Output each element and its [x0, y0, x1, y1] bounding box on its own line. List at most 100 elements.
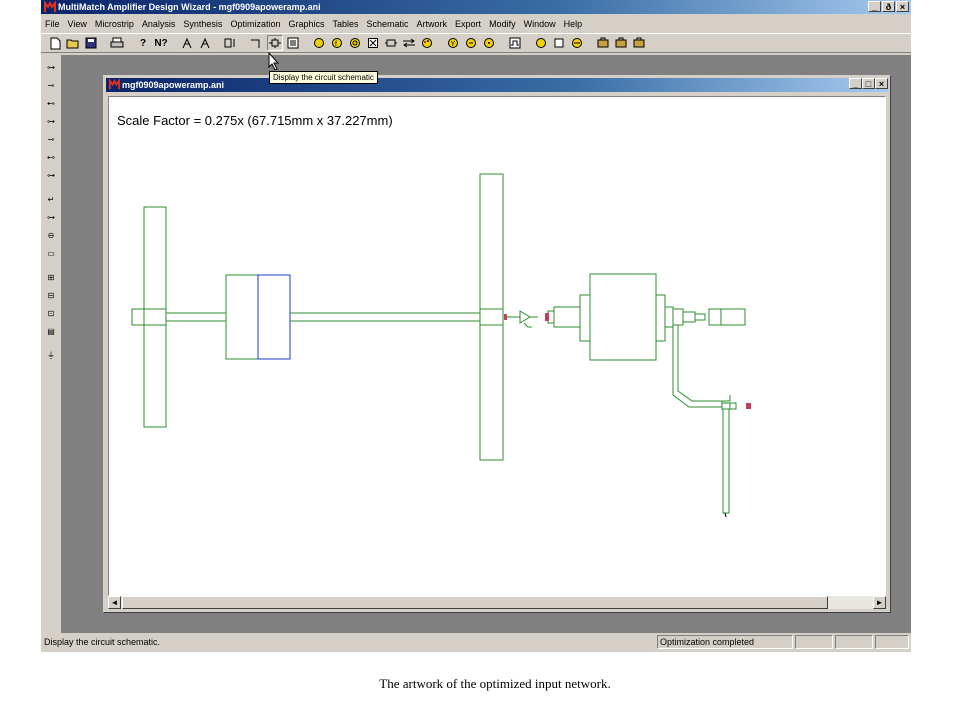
pulse-icon[interactable] [507, 35, 523, 51]
coupler-icon[interactable]: ⊶ [47, 171, 55, 180]
table-icon[interactable] [285, 35, 301, 51]
svg-text:f: f [335, 41, 337, 48]
status-panel-2 [795, 635, 833, 649]
ground-mark [724, 512, 727, 518]
output-block-side [579, 294, 591, 342]
resize-icon[interactable] [223, 35, 239, 51]
artwork-window: mgf0909apoweramp.ani _ □ × Scale Factor … [103, 75, 891, 613]
component-icon[interactable] [383, 35, 399, 51]
scroll-left-button[interactable]: ◄ [108, 596, 121, 609]
amplifier-3-icon[interactable] [631, 35, 647, 51]
output-line-2 [553, 306, 581, 328]
scroll-thumb[interactable] [122, 596, 828, 609]
circle-tool-2-icon[interactable]: f [329, 35, 345, 51]
child-maximize-button[interactable]: □ [862, 78, 875, 89]
bias-pad-2 [729, 402, 737, 410]
output-line-6 [694, 313, 706, 321]
help-icon[interactable]: ? [139, 37, 147, 49]
scroll-right-button[interactable]: ► [873, 596, 886, 609]
circle-icon[interactable] [533, 35, 549, 51]
amplifier-2-icon[interactable] [613, 35, 629, 51]
menu-file[interactable]: File [45, 18, 60, 29]
menu-window[interactable]: Window [523, 18, 556, 29]
menu-export[interactable]: Export [455, 18, 482, 29]
smith-1-icon[interactable]: Y [445, 35, 461, 51]
artwork-window-titlebar: mgf0909apoweramp.ani [106, 78, 888, 92]
open-folder-icon[interactable] [65, 35, 81, 51]
radial-stub-icon[interactable]: ⊸ [47, 135, 55, 144]
horizontal-scrollbar[interactable]: ◄ ► [108, 596, 886, 609]
menu-microstrip[interactable]: Microstrip [94, 18, 134, 29]
menu-schematic[interactable]: Schematic [366, 18, 409, 29]
circle-tool-3-icon[interactable] [347, 35, 363, 51]
app-title: MultiMatch Amplifier Design Wizard - mgf… [58, 2, 321, 12]
figure-caption: The artwork of the optimized input netwo… [379, 676, 611, 691]
save-icon[interactable] [83, 35, 99, 51]
circuit-artwork [131, 173, 751, 518]
new-file-icon[interactable] [47, 35, 63, 51]
smith-3-icon[interactable] [481, 35, 497, 51]
tee-icon[interactable]: ⊷ [47, 153, 55, 162]
document-logo-icon [109, 79, 120, 90]
square-icon[interactable] [551, 35, 567, 51]
close-button[interactable]: × [896, 1, 909, 12]
restore-button[interactable]: ð [882, 1, 895, 12]
via-icon[interactable]: ⊞ [47, 273, 55, 282]
menu-modify[interactable]: Modify [489, 18, 516, 29]
block-icon[interactable]: ▤ [47, 327, 55, 336]
context-help-icon[interactable]: N? [154, 37, 168, 49]
selected-block [257, 274, 291, 360]
minus-circle-icon[interactable] [569, 35, 585, 51]
palette-icon[interactable] [419, 35, 435, 51]
open-stub-icon[interactable]: ⊷ [47, 99, 55, 108]
child-close-button[interactable]: × [875, 78, 888, 89]
line-segment-2 [289, 312, 481, 322]
menu-graphics[interactable]: Graphics [288, 18, 325, 29]
series-line-icon[interactable]: ⊶ [47, 63, 55, 72]
menu-synthesis[interactable]: Synthesis [183, 18, 223, 29]
line-segment-1 [165, 312, 227, 322]
resistor-icon[interactable]: ⊖ [47, 231, 55, 240]
shunt-stub-right [479, 173, 504, 461]
menu-artwork[interactable]: Artwork [416, 18, 448, 29]
menu-tables[interactable]: Tables [332, 18, 359, 29]
input-line [131, 308, 167, 326]
menu-analysis[interactable]: Analysis [141, 18, 176, 29]
minimize-button[interactable]: _ [868, 1, 881, 12]
port-marker-2 [545, 313, 549, 321]
amplifier-1-icon[interactable] [595, 35, 611, 51]
svg-text:Y: Y [451, 41, 456, 48]
main-toolbar: ? N? f Y [41, 33, 911, 53]
capacitor-icon[interactable]: ▭ [47, 249, 55, 258]
child-minimize-button[interactable]: _ [849, 78, 862, 89]
short-stub-icon[interactable]: ⊶ [47, 117, 55, 126]
output-line-3 [664, 306, 674, 328]
status-panel-4 [875, 635, 909, 649]
matching-block-left [225, 274, 259, 360]
schematic-button[interactable] [267, 35, 283, 51]
print-icon[interactable] [109, 35, 125, 51]
swap-icon[interactable] [401, 35, 417, 51]
arrow-tool-2-icon[interactable] [197, 35, 213, 51]
menu-help[interactable]: Help [563, 18, 583, 29]
status-panel-3 [835, 635, 873, 649]
status-message: Display the circuit schematic. [44, 637, 161, 647]
bend-icon[interactable]: ↵ [47, 195, 55, 204]
transistor-symbol [504, 310, 538, 328]
toolbar-tooltip: Display the circuit schematic [269, 71, 378, 84]
circle-tool-1-icon[interactable] [311, 35, 327, 51]
shunt-stub-icon[interactable]: ⊸ [47, 81, 55, 90]
box-x-icon[interactable] [365, 35, 381, 51]
chip-icon[interactable]: ⊡ [47, 309, 55, 318]
smith-2-icon[interactable] [463, 35, 479, 51]
output-line-4 [672, 308, 684, 326]
artwork-canvas[interactable]: Scale Factor = 0.275x (67.715mm x 37.227… [108, 96, 886, 596]
ground-icon[interactable]: ⏚ [47, 351, 55, 360]
gap-icon[interactable]: ⊶ [47, 213, 55, 222]
output-block [589, 273, 657, 361]
line-element-icon[interactable] [249, 35, 265, 51]
menu-view[interactable]: View [67, 18, 87, 29]
pad-icon[interactable]: ⊟ [47, 291, 55, 300]
menu-optimization[interactable]: Optimization [230, 18, 281, 29]
arrow-tool-icon[interactable] [179, 35, 195, 51]
